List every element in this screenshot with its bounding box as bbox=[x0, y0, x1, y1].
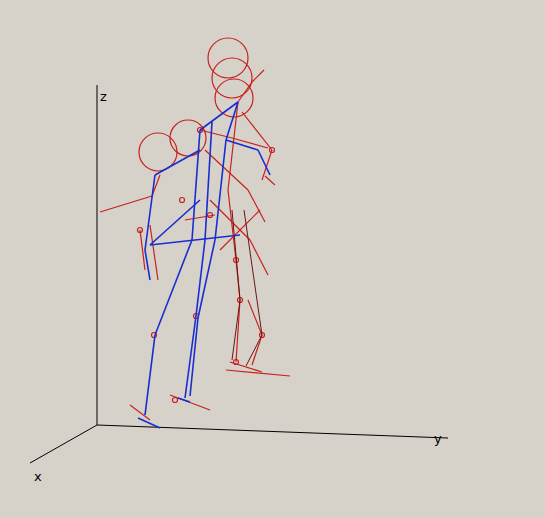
red-skeleton-front bbox=[100, 120, 268, 420]
red-skeleton-rear bbox=[208, 38, 290, 376]
axis-label: y bbox=[434, 432, 442, 445]
axis-label: z bbox=[100, 90, 107, 103]
dark-red-legs bbox=[232, 210, 262, 366]
axis-label: x bbox=[34, 470, 42, 483]
axes bbox=[30, 85, 448, 463]
blue-skeleton bbox=[138, 102, 270, 428]
